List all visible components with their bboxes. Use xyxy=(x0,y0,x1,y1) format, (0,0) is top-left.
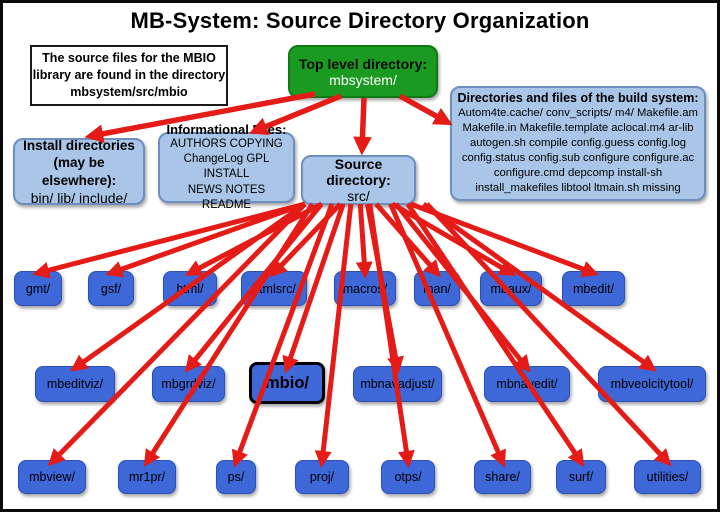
build-system-files: Autom4te.cache/ conv_scripts/ m4/ Makefi… xyxy=(458,106,698,195)
arrow-src-to-surf xyxy=(405,202,585,467)
dir-box-man: man/ xyxy=(414,271,460,306)
dir-box-mbio: mbio/ xyxy=(249,362,325,404)
arrow-src-to-utilities xyxy=(425,202,672,467)
dir-box-mr1pr: mr1pr/ xyxy=(118,460,176,494)
arrow-src-to-mbaux xyxy=(391,201,517,276)
dir-box-html: html/ xyxy=(163,271,217,306)
dir-box-share: share/ xyxy=(474,460,531,494)
source-directory-label: Source directory: xyxy=(326,156,391,188)
dir-box-mbgrdviz: mbgrdviz/ xyxy=(152,366,225,402)
top-level-directory-label: Top level directory: xyxy=(298,55,428,72)
dir-box-gsf: gsf/ xyxy=(88,271,134,306)
informational-files-label: Informational Files: xyxy=(166,122,287,138)
informational-files-box: Informational Files: AUTHORS COPYING Cha… xyxy=(158,122,295,211)
dir-box-mbview: mbview/ xyxy=(18,460,86,494)
arrow-src-to-ps xyxy=(231,203,335,468)
build-system-label: Directories and files of the build syste… xyxy=(457,90,699,105)
dir-box-ps: ps/ xyxy=(216,460,256,494)
diagram-title: MB-System: Source Directory Organization xyxy=(130,8,590,33)
install-directories-value: bin/ lib/ include/ xyxy=(30,189,128,206)
arrow-src-to-mr1pr xyxy=(143,202,315,468)
arrow-src-to-mbedit xyxy=(409,201,600,278)
dir-box-mbnavedit: mbnavedit/ xyxy=(484,366,570,402)
dir-box-gmt: gmt/ xyxy=(14,271,62,306)
dir-box-proj: proj/ xyxy=(295,460,349,494)
arrow-src-to-otps xyxy=(367,203,415,468)
dir-box-mbnavadjust: mbnavadjust/ xyxy=(353,366,442,402)
dir-box-mbveolcitytool: mbveolcitytool/ xyxy=(598,366,706,402)
arrow-toplevel-to-source xyxy=(353,97,372,156)
top-level-directory-box: Top level directory: mbsystem/ xyxy=(288,45,438,98)
dir-box-mbeditviz: mbeditviz/ xyxy=(35,366,115,402)
dir-box-utilities: utilities/ xyxy=(634,460,701,494)
arrow-src-to-share xyxy=(388,203,506,468)
arrow-src-to-html xyxy=(184,201,323,276)
build-system-box: Directories and files of the build syste… xyxy=(450,86,706,201)
dir-box-htmlsrc: htmlsrc/ xyxy=(241,271,307,306)
dir-box-macros: macros/ xyxy=(334,271,396,306)
top-level-directory-value: mbsystem/ xyxy=(329,71,397,88)
dir-box-surf: surf/ xyxy=(556,460,606,494)
install-directories-label: Install directories (may be elsewhere): xyxy=(23,138,135,188)
arrow-src-to-htmlsrc xyxy=(269,202,343,278)
informational-files-value: AUTHORS COPYING ChangeLog GPL INSTALL NE… xyxy=(170,138,283,211)
dir-box-otps: otps/ xyxy=(381,460,435,494)
arrow-src-to-macros xyxy=(355,203,373,279)
source-directory-box: Source directory: src/ xyxy=(301,155,416,205)
arrow-src-to-proj xyxy=(314,203,354,468)
source-directory-value: src/ xyxy=(347,188,370,204)
install-directories-box: Install directories (may be elsewhere): … xyxy=(13,138,145,206)
arrow-src-to-mbview xyxy=(47,202,307,467)
dir-box-mbaux: mbaux/ xyxy=(480,271,542,306)
dir-box-mbedit: mbedit/ xyxy=(562,271,625,306)
arrow-src-to-gsf xyxy=(105,201,306,278)
arrow-toplevel-to-build xyxy=(398,93,453,126)
mbio-note-box: The source files for the MBIO library ar… xyxy=(30,45,228,106)
arrow-src-to-man xyxy=(374,202,441,278)
arrow-src-to-gmt xyxy=(32,201,306,279)
